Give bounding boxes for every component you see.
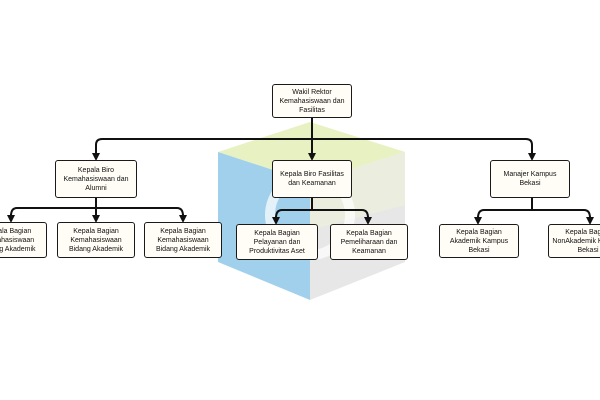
connector-fasilitas-bus (275, 209, 369, 219)
node-bagian-pelayanan-label: Kepala Bagian Pelayanan dan Produktivita… (249, 229, 305, 255)
node-bagian-pemeliharaan-label: Kepala Bagian Pemeliharaan dan Keamanan (340, 229, 398, 255)
node-bagian-akademik-bekasi-label: Kepala Bagian Akademik Kampus Bekasi (449, 228, 509, 254)
node-bagian-kemahasiswaan-2[interactable]: Kepala Bagian Kemahasiswaan Bidang Akade… (57, 222, 135, 258)
node-manajer-bekasi[interactable]: Manajer Kampus Bekasi (490, 160, 570, 198)
connector-level1-bus (95, 138, 533, 154)
node-bagian-pelayanan[interactable]: Kepala Bagian Pelayanan dan Produktivita… (236, 224, 318, 260)
node-biro-kemahasiswaan[interactable]: Kepala Biro Kemahasiswaan dan Alumni (55, 160, 137, 198)
node-bagian-nonakademik-bekasi[interactable]: Kepala Bagian NonAkademik Kampus Bekasi (548, 224, 600, 258)
node-bagian-kemahasiswaan-2-label: Kepala Bagian Kemahasiswaan Bidang Akade… (68, 227, 124, 253)
node-bagian-kemahasiswaan-1-label: Kepala Bagian Kemahasiswaan Bidang Akade… (0, 227, 36, 253)
connector-bekasi-bus (477, 209, 591, 219)
node-biro-fasilitas[interactable]: Kepala Biro Fasilitas dan Keamanan (272, 160, 352, 198)
node-biro-fasilitas-label: Kepala Biro Fasilitas dan Keamanan (280, 171, 344, 187)
node-wakil-rektor-label: Wakil Rektor Kemahasiswaan dan Fasilitas (279, 88, 345, 114)
node-bagian-kemahasiswaan-3-label: Kepala Bagian Kemahasiswaan Bidang Akade… (155, 227, 211, 253)
node-bagian-kemahasiswaan-3[interactable]: Kepala Bagian Kemahasiswaan Bidang Akade… (144, 222, 222, 258)
node-bagian-kemahasiswaan-1[interactable]: Kepala Bagian Kemahasiswaan Bidang Akade… (0, 222, 47, 258)
node-wakil-rektor[interactable]: Wakil Rektor Kemahasiswaan dan Fasilitas (272, 84, 352, 118)
node-bagian-pemeliharaan[interactable]: Kepala Bagian Pemeliharaan dan Keamanan (330, 224, 408, 260)
node-manajer-bekasi-label: Manajer Kampus Bekasi (503, 171, 557, 187)
node-biro-kemahasiswaan-label: Kepala Biro Kemahasiswaan dan Alumni (63, 166, 129, 192)
node-bagian-akademik-bekasi[interactable]: Kepala Bagian Akademik Kampus Bekasi (439, 224, 519, 258)
node-bagian-nonakademik-bekasi-label: Kepala Bagian NonAkademik Kampus Bekasi (552, 228, 600, 254)
